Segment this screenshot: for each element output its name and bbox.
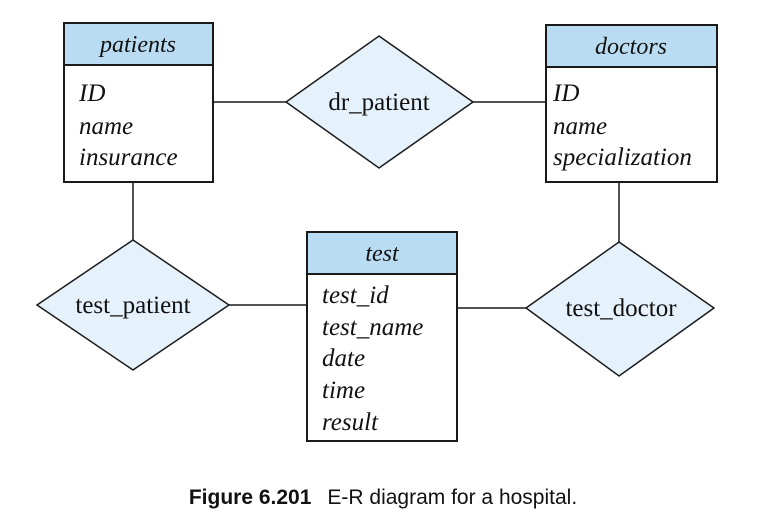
relationship-test_patient: test_patient [35, 239, 231, 371]
attribute: time [322, 377, 365, 404]
attribute: result [322, 409, 379, 436]
entity-attributes-box [306, 273, 458, 442]
entity-patients: patients ID name insurance [63, 22, 214, 183]
attribute: specialization [553, 144, 692, 171]
relationship-label: test_doctor [565, 295, 677, 322]
attribute: test_name [322, 314, 423, 341]
entity-attributes-box [545, 66, 718, 183]
entity-doctors: doctors ID name specialization [545, 24, 718, 183]
entity-title: doctors [595, 34, 667, 60]
relationship-label: dr_patient [328, 89, 429, 116]
entity-attributes-box [63, 64, 214, 183]
entity-title: patients [98, 32, 176, 58]
attribute: insurance [79, 144, 178, 171]
relationship-diamond [35, 239, 231, 371]
attribute: test_id [322, 282, 389, 309]
attribute: ID [78, 80, 105, 107]
figure-caption-text: E-R diagram for a hospital. [327, 486, 578, 509]
relationship-diamond [524, 241, 716, 377]
figure-caption: Figure 6.201 E-R diagram for a hospital. [0, 486, 766, 510]
attribute: name [553, 113, 607, 140]
entity-header [306, 231, 458, 275]
relationship-diamond [284, 35, 475, 169]
relationship-label: test_patient [75, 292, 190, 319]
figure-label: Figure 6.201 [188, 486, 312, 509]
entity-header [545, 24, 718, 68]
attribute: ID [552, 80, 579, 107]
attribute: name [79, 113, 133, 140]
entity-test: test test_id test_name date time result [306, 231, 458, 442]
attribute: date [322, 345, 365, 372]
relationship-test_doctor: test_doctor [524, 241, 716, 377]
entity-title: test [365, 241, 400, 267]
relationship-dr_patient: dr_patient [284, 35, 475, 169]
